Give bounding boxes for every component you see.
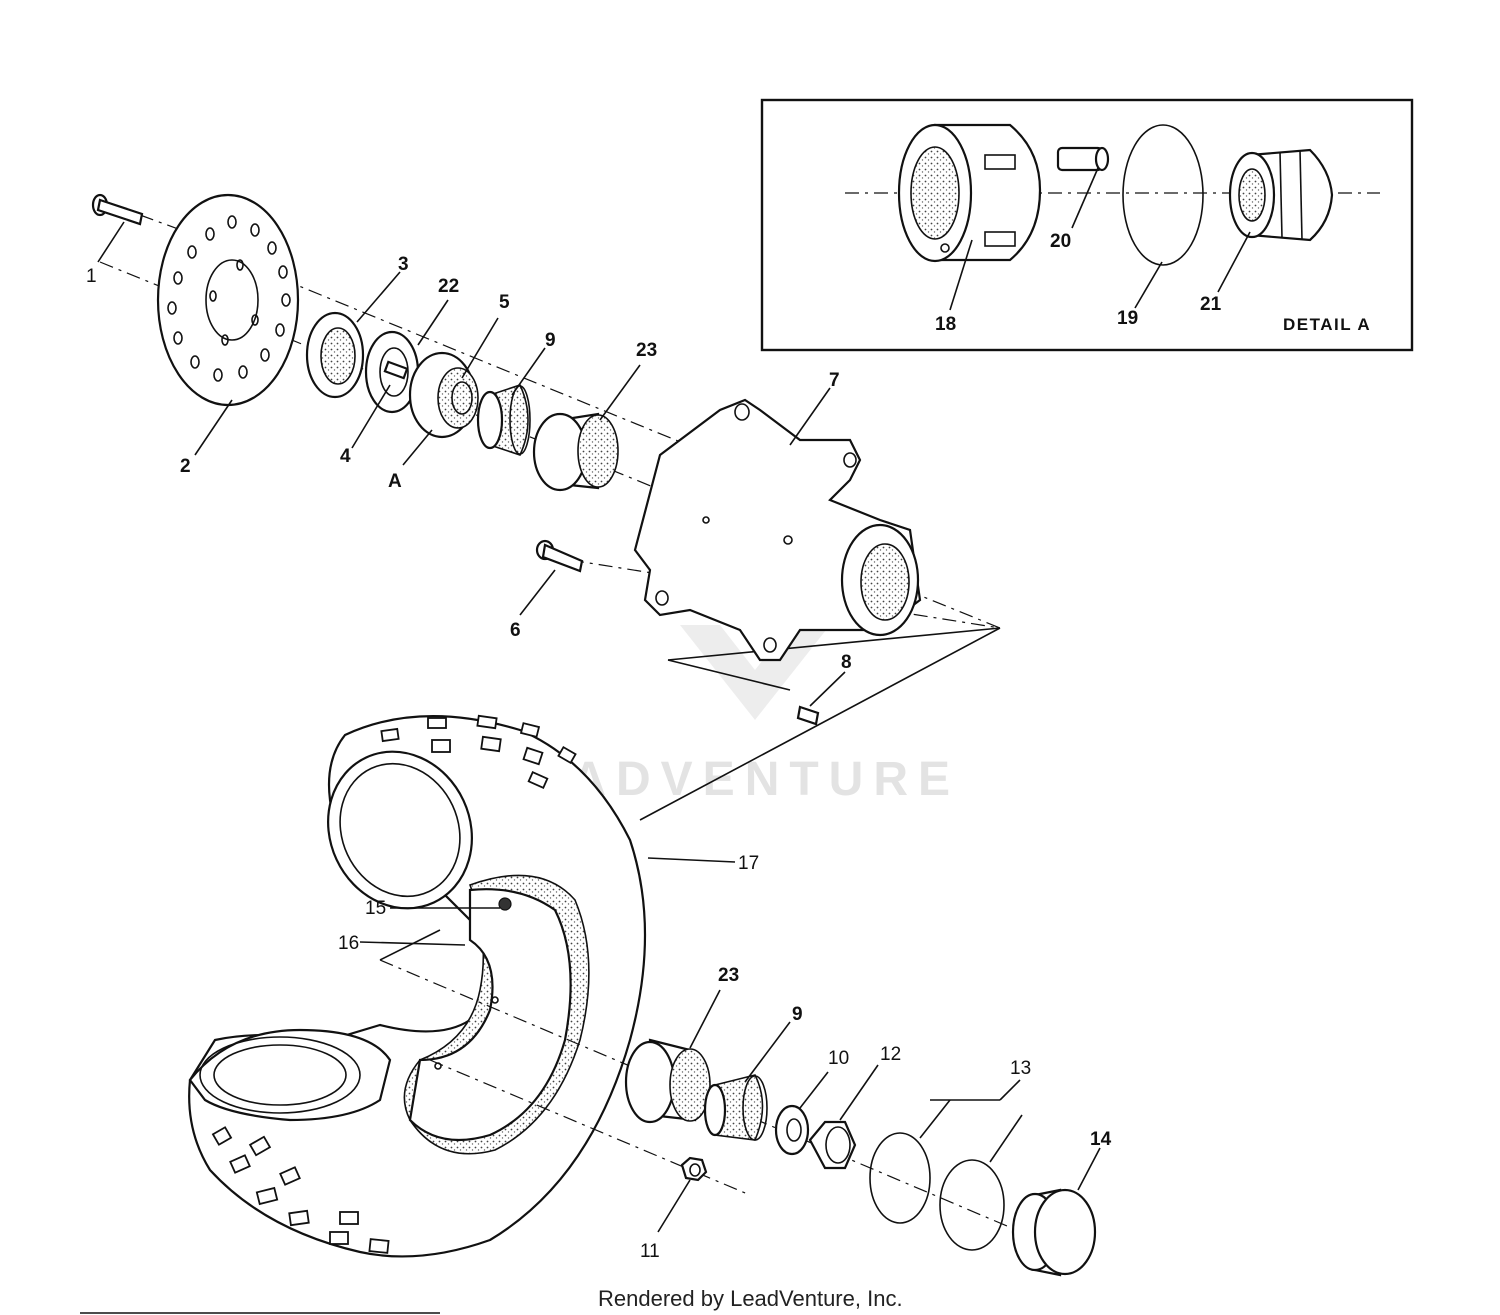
pin-20 (1056, 146, 1110, 172)
callout-7: 7 (829, 370, 840, 391)
upper-hub-assembly (91, 193, 1001, 821)
callout-17: 17 (738, 853, 759, 874)
callout-13: 13 (1010, 1058, 1031, 1079)
callout-14: 14 (1090, 1129, 1112, 1150)
bearing-race-23-upper (532, 412, 619, 492)
bearing-9-upper (476, 384, 531, 456)
callout-8: 8 (841, 652, 852, 673)
hub-lock-5 (408, 351, 479, 439)
seal-3 (305, 311, 365, 399)
callout-23-lower: 23 (718, 965, 739, 986)
brake-disc-2 (156, 193, 300, 407)
o-ring-13b (939, 1159, 1005, 1251)
callout-5: 5 (499, 292, 510, 313)
callout-12: 12 (880, 1044, 901, 1065)
callout-20: 20 (1050, 231, 1071, 252)
callout-22: 22 (438, 276, 459, 297)
detail-a-panel: 18 20 19 21 DETAIL A (760, 98, 1414, 352)
footer-credit: Rendered by LeadVenture, Inc. (598, 1286, 903, 1311)
detail-a-title: DETAIL A (1283, 315, 1371, 334)
rim-flange-lower (188, 1028, 392, 1122)
callout-a: A (388, 471, 402, 492)
callout-11: 11 (640, 1241, 660, 1262)
key-4 (383, 360, 409, 380)
bearing-9-lower (703, 1074, 768, 1141)
bolt-6 (535, 539, 584, 573)
callout-16: 16 (338, 933, 359, 954)
rim-flange-upper (327, 750, 473, 910)
callout-9-lower: 9 (792, 1004, 803, 1025)
callout-2: 2 (180, 456, 191, 477)
callout-23-upper: 23 (636, 340, 657, 361)
callout-1: 1 (86, 266, 97, 287)
callout-18: 18 (935, 314, 956, 335)
lock-knob-21 (1228, 148, 1334, 242)
o-ring-13a (869, 1132, 931, 1224)
hub-lock-body-18 (897, 123, 1042, 263)
washer-10 (774, 1104, 810, 1156)
rim-16 (403, 874, 590, 1155)
nut-11 (680, 1156, 708, 1182)
o-ring-19 (1122, 124, 1204, 266)
callout-9-upper: 9 (545, 330, 556, 351)
wheel-tire-assembly (188, 714, 1101, 1277)
wheel-hub-7 (633, 398, 922, 662)
bolt-1 (91, 193, 144, 226)
set-screw-8 (796, 705, 820, 726)
callout-19: 19 (1117, 308, 1138, 329)
callout-10: 10 (828, 1048, 849, 1069)
callout-3: 3 (398, 254, 409, 275)
callout-21: 21 (1200, 294, 1222, 315)
callout-4: 4 (340, 446, 351, 467)
callout-6: 6 (510, 620, 521, 641)
callout-15: 15 (365, 898, 386, 919)
castle-nut-12 (808, 1120, 857, 1170)
hub-cap-14 (1011, 1188, 1097, 1277)
bearing-race-23-lower (624, 1038, 711, 1124)
